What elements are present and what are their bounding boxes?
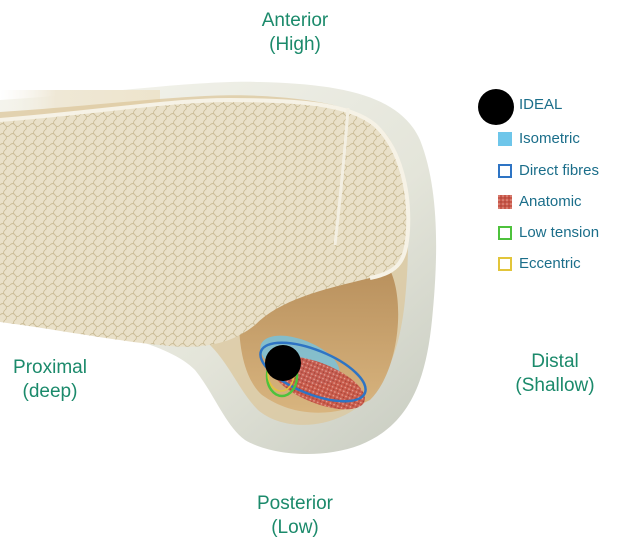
label-posterior: Posterior (Low) (235, 492, 355, 540)
label-distal-sub: (Shallow) (500, 374, 610, 398)
label-proximal-main: Proximal (0, 356, 100, 380)
label-anterior-sub: (High) (235, 33, 355, 57)
label-distal: Distal (Shallow) (500, 350, 610, 398)
label-distal-main: Distal (500, 350, 610, 374)
label-anterior-main: Anterior (235, 9, 355, 33)
label-proximal: Proximal (deep) (0, 356, 100, 404)
ideal-dot-icon (478, 89, 514, 125)
direct-fibres-swatch-icon (498, 164, 512, 178)
label-posterior-main: Posterior (235, 492, 355, 516)
legend-label-isometric: Isometric (519, 128, 580, 150)
ideal-point (265, 345, 301, 381)
legend-label-ideal: IDEAL (519, 94, 562, 116)
low-tension-swatch-icon (498, 226, 512, 240)
legend-label-low-tension: Low tension (519, 222, 599, 244)
label-proximal-sub: (deep) (0, 380, 100, 404)
legend-label-anatomic: Anatomic (519, 191, 582, 213)
eccentric-swatch-icon (498, 257, 512, 271)
legend-label-eccentric: Eccentric (519, 253, 581, 275)
isometric-swatch-icon (498, 132, 512, 146)
legend-label-direct-fibres: Direct fibres (519, 160, 599, 182)
anatomic-swatch-icon (498, 195, 512, 209)
label-anterior: Anterior (High) (235, 9, 355, 57)
label-posterior-sub: (Low) (235, 516, 355, 540)
